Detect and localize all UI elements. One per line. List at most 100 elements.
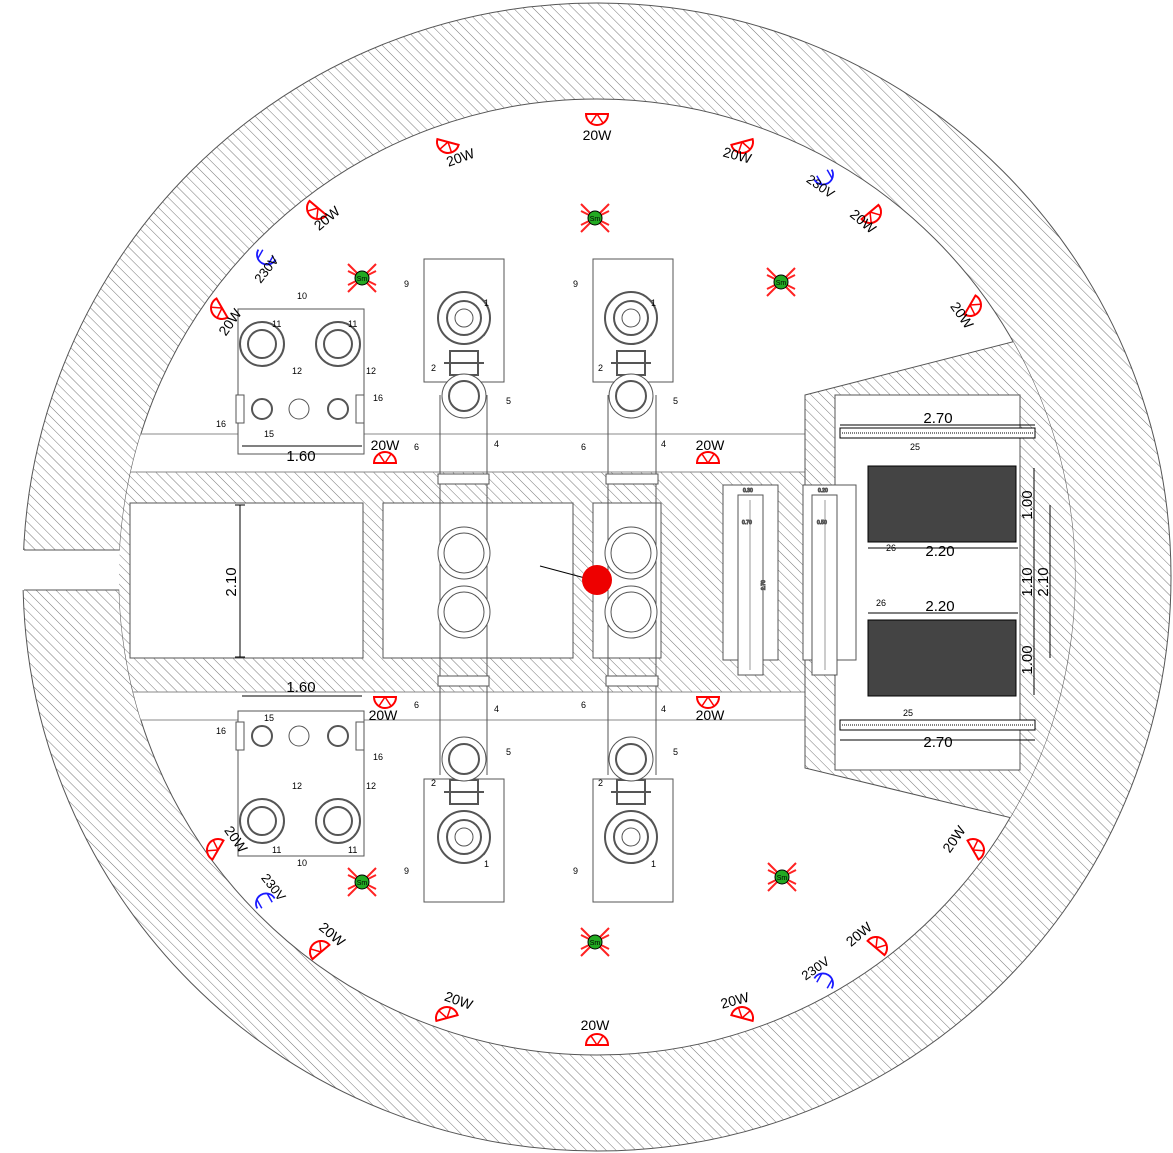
fitting-callout: 12 bbox=[292, 366, 302, 376]
lamp-label: 20W bbox=[369, 707, 399, 723]
valve-callout: 2 bbox=[598, 363, 603, 373]
emergency-icon bbox=[773, 274, 789, 290]
lamp-icon bbox=[730, 1006, 754, 1023]
nozzle-callout: 16 bbox=[373, 393, 383, 403]
screen-top-callout: 26 bbox=[886, 543, 896, 553]
nozzle-callout: 16 bbox=[373, 752, 383, 762]
screen-bottom-callout: 26 bbox=[876, 598, 886, 608]
screen-bottom-dim: 2.20 bbox=[925, 598, 954, 615]
wall-lamp: 20W bbox=[696, 437, 726, 464]
manifold-callout: 15 bbox=[264, 713, 274, 723]
grill-room bbox=[834, 394, 1021, 771]
outlet-icon bbox=[813, 972, 834, 989]
vessel bbox=[239, 321, 285, 367]
nozzle-callout: 16 bbox=[216, 726, 226, 736]
pump-casing bbox=[437, 291, 491, 345]
manifold-callout: 15 bbox=[264, 429, 274, 439]
pipe-callout: 4 bbox=[661, 439, 666, 449]
emergency-icon bbox=[587, 210, 603, 226]
lamp-icon bbox=[435, 1006, 459, 1023]
lamp-label: 20W bbox=[583, 127, 613, 143]
wall-lamp: 20W bbox=[721, 137, 754, 167]
emergency-label: Sm bbox=[357, 276, 368, 283]
screen-top: 2.20 26 bbox=[867, 465, 1018, 560]
emergency-light: Sm bbox=[766, 267, 796, 297]
left-chamber bbox=[129, 502, 364, 659]
lamp-label: 20W bbox=[581, 1017, 611, 1033]
micro-dim-d: 0.50 bbox=[817, 520, 827, 526]
support-callout: 6 bbox=[414, 442, 419, 452]
emergency-label: Sm bbox=[776, 280, 787, 287]
marker-leader bbox=[539, 565, 586, 579]
outlet-icon bbox=[813, 169, 834, 186]
nozzle-callout: 16 bbox=[216, 419, 226, 429]
base-callout: 9 bbox=[573, 279, 578, 289]
grill-top: 2.70 25 bbox=[839, 410, 1036, 452]
grill-top-dim: 2.70 bbox=[923, 410, 952, 427]
base-callout: 9 bbox=[404, 279, 409, 289]
lamp-label: 20W bbox=[696, 707, 726, 723]
vessel-callout: 11 bbox=[348, 319, 357, 329]
tank-width-dim: 1.60 bbox=[286, 448, 315, 465]
pipe-callout: 4 bbox=[494, 439, 499, 449]
lamp-icon bbox=[866, 936, 888, 957]
wall-lamp: 20W bbox=[583, 113, 613, 143]
emergency-icon bbox=[774, 869, 790, 885]
emergency-light: Sm bbox=[767, 862, 797, 892]
emergency-light: Sm bbox=[580, 927, 610, 957]
support-callout: 6 bbox=[581, 442, 586, 452]
micro-dim-e: 2.70 bbox=[761, 580, 767, 590]
screen-top-dim: 2.20 bbox=[925, 543, 954, 560]
nozzle-fitting bbox=[251, 398, 273, 420]
lamp-icon bbox=[206, 838, 225, 861]
vessel-callout: 11 bbox=[272, 845, 281, 855]
tank-callout: 10 bbox=[297, 858, 307, 868]
flange-callout: 5 bbox=[673, 747, 678, 757]
micro-dim-b: 0.20 bbox=[818, 488, 828, 494]
grill-bottom-dim: 2.70 bbox=[923, 734, 952, 751]
screen-height-dim-1: 1.00 bbox=[1019, 490, 1036, 519]
wall-lamp: 20W bbox=[435, 988, 476, 1023]
pump-chamber-1 bbox=[382, 502, 574, 659]
flange-callout: 5 bbox=[673, 396, 678, 406]
fitting-callout: 12 bbox=[292, 781, 302, 791]
vessel bbox=[315, 798, 361, 844]
wall-lamp: 20W bbox=[696, 696, 726, 723]
lamp-label: 20W bbox=[696, 437, 726, 453]
grill-bottom: 2.70 25 bbox=[839, 708, 1036, 751]
lamp-label: 20W bbox=[721, 144, 754, 167]
emergency-icon bbox=[354, 874, 370, 890]
nozzle-fitting bbox=[327, 725, 349, 747]
pump-casing bbox=[604, 291, 658, 345]
flange-callout: 5 bbox=[506, 396, 511, 406]
gap-height-dim: 1.10 bbox=[1019, 567, 1036, 596]
grill-bottom-callout: 25 bbox=[903, 708, 913, 718]
emergency-label: Sm bbox=[590, 940, 601, 947]
lamp-icon bbox=[306, 199, 328, 220]
upper-channel bbox=[119, 433, 811, 473]
emergency-icon bbox=[587, 934, 603, 950]
right-total-dim: 2.10 bbox=[1035, 567, 1052, 596]
pump-casing bbox=[604, 810, 658, 864]
lamp-icon bbox=[436, 137, 460, 154]
location-marker bbox=[582, 565, 612, 595]
lamp-icon bbox=[730, 137, 754, 154]
pipe-callout: 4 bbox=[661, 704, 666, 714]
screen-height-dim-2: 1.00 bbox=[1019, 645, 1036, 674]
valve-callout: 2 bbox=[431, 778, 436, 788]
valve-callout: 2 bbox=[431, 363, 436, 373]
vessel-callout: 11 bbox=[272, 319, 281, 329]
outlet-icon bbox=[255, 892, 276, 909]
outlet-icon bbox=[256, 249, 277, 266]
base-callout: 9 bbox=[573, 866, 578, 876]
micro-dim-a: 0.30 bbox=[743, 488, 753, 494]
lamp-icon bbox=[210, 297, 229, 320]
pump-callout: 1 bbox=[651, 298, 656, 308]
tank-width-dim: 1.60 bbox=[286, 679, 315, 696]
valve-callout: 2 bbox=[598, 778, 603, 788]
vessel-callout: 11 bbox=[348, 845, 357, 855]
lamp-icon bbox=[963, 294, 982, 317]
manifold bbox=[288, 725, 310, 747]
